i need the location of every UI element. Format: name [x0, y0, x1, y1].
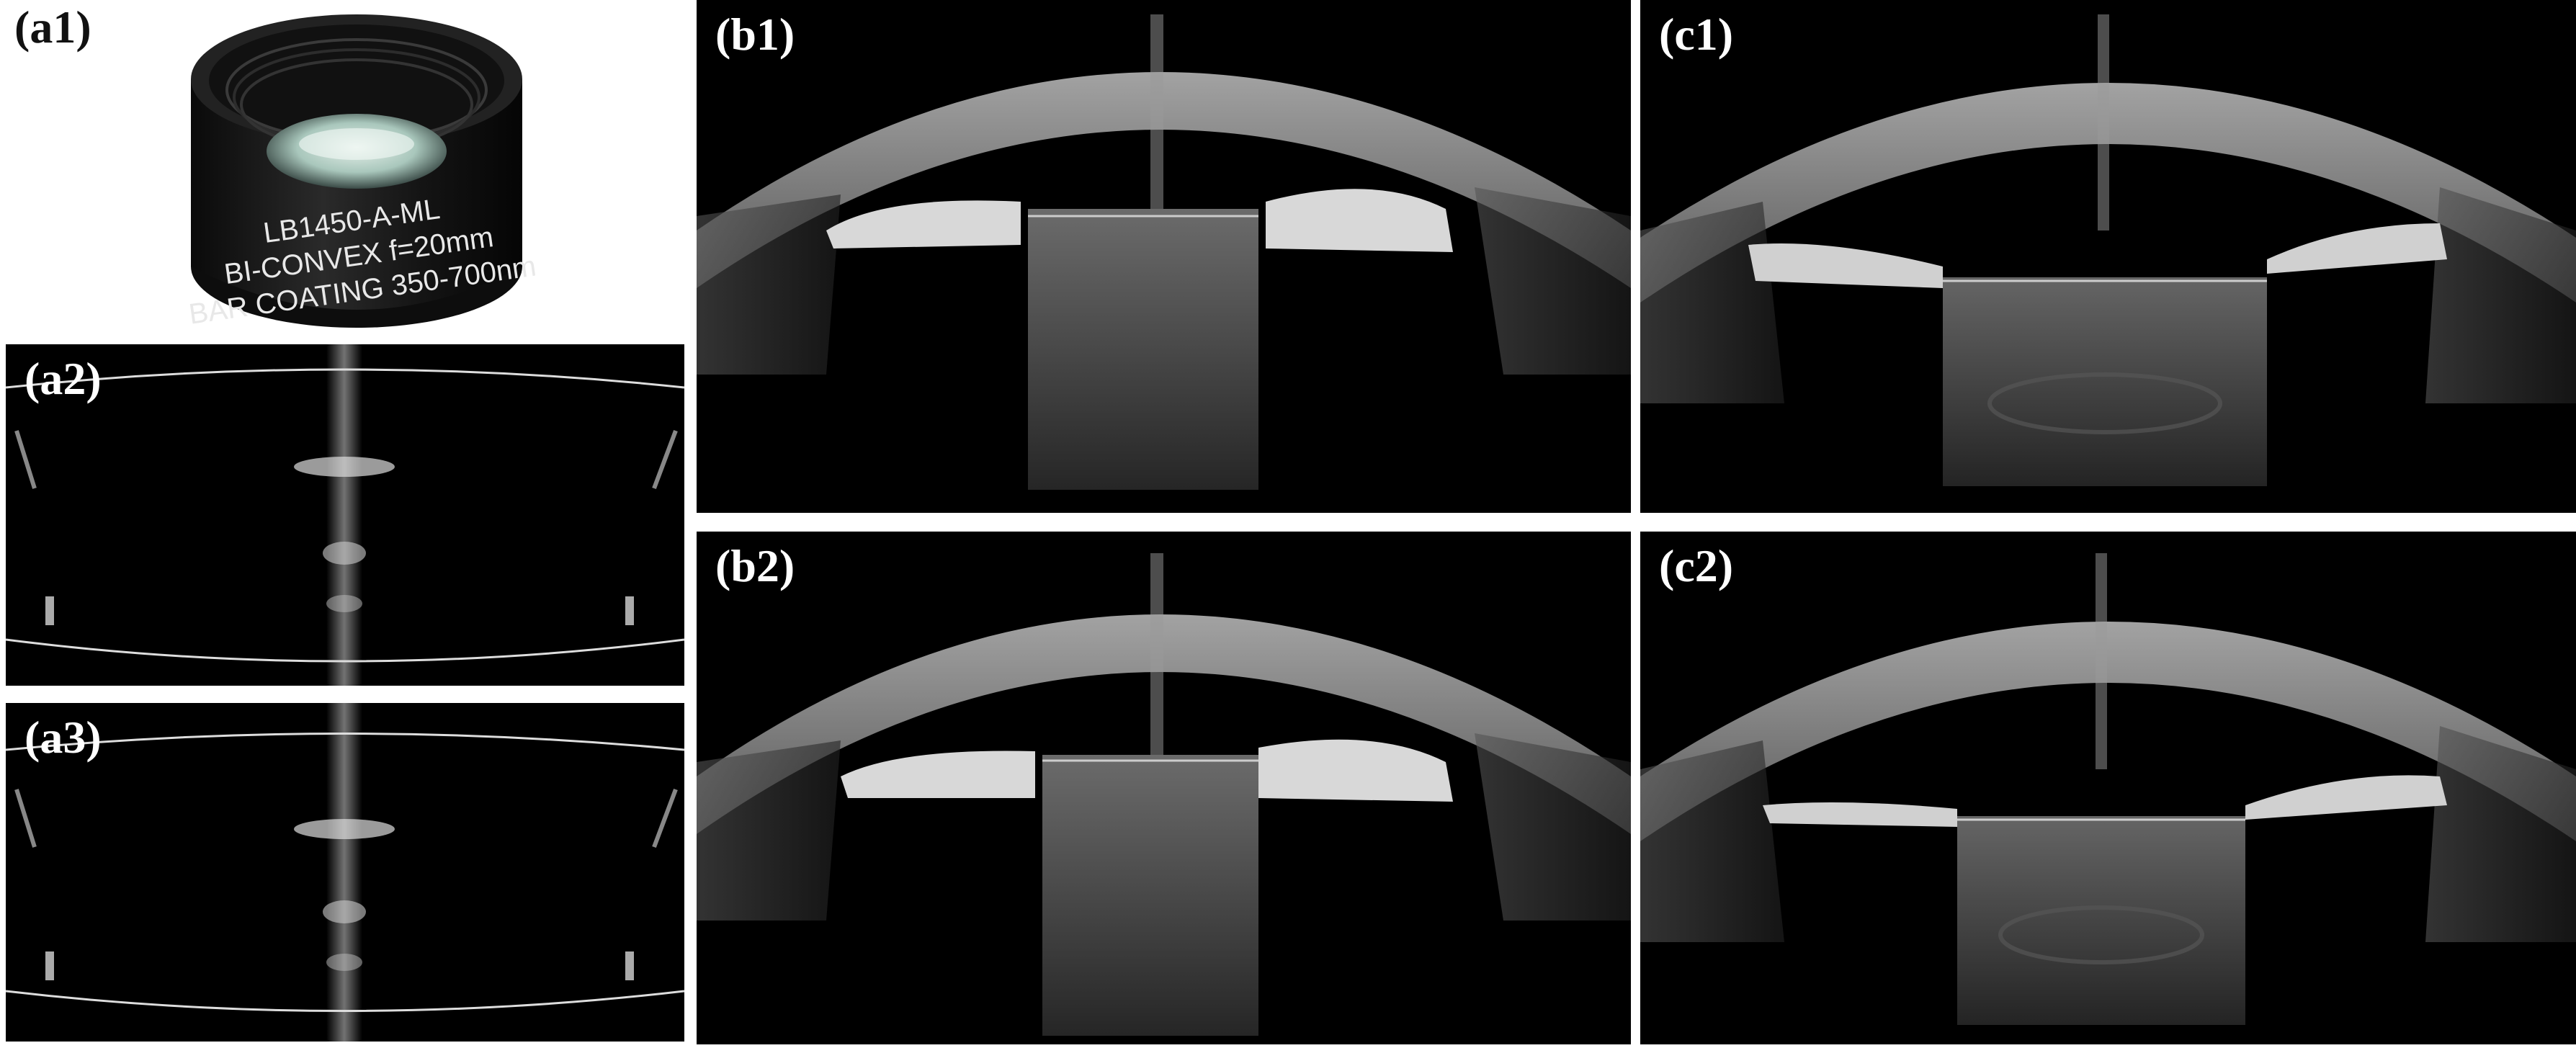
eye-oct-panel: (c2): [1640, 532, 2576, 1044]
panel-label-b2: (b2): [715, 540, 795, 591]
panel-label-c2: (c2): [1659, 540, 1734, 591]
lens-mount-photo: LB1450-A-ML BI-CONVEX f=20mm BAR COATING…: [187, 14, 538, 331]
eye-oct-image: [1640, 553, 2576, 1025]
panel-label-a1: (a1): [14, 1, 91, 53]
lens-oct-image: [6, 344, 684, 686]
eye-oct-image: [697, 14, 1631, 490]
lens-oct-image: [6, 703, 684, 1042]
lens-photo-panel: LB1450-A-ML BI-CONVEX f=20mm BAR COATING…: [0, 0, 684, 339]
panel-label-a2: (a2): [24, 353, 102, 404]
panel-label-a3: (a3): [24, 712, 102, 763]
eye-oct-image: [1640, 14, 2576, 486]
lens-oct-panel: (a3): [6, 703, 684, 1042]
eye-oct-panel: (b2): [697, 532, 1631, 1044]
panel-label-c1: (c1): [1659, 9, 1734, 60]
lens-oct-panel: (a2): [6, 344, 684, 686]
eye-oct-panel: (b1): [697, 0, 1631, 513]
eye-oct-panel: (c1): [1640, 0, 2576, 513]
panel-label-b1: (b1): [715, 9, 795, 60]
eye-oct-image: [697, 553, 1631, 1036]
